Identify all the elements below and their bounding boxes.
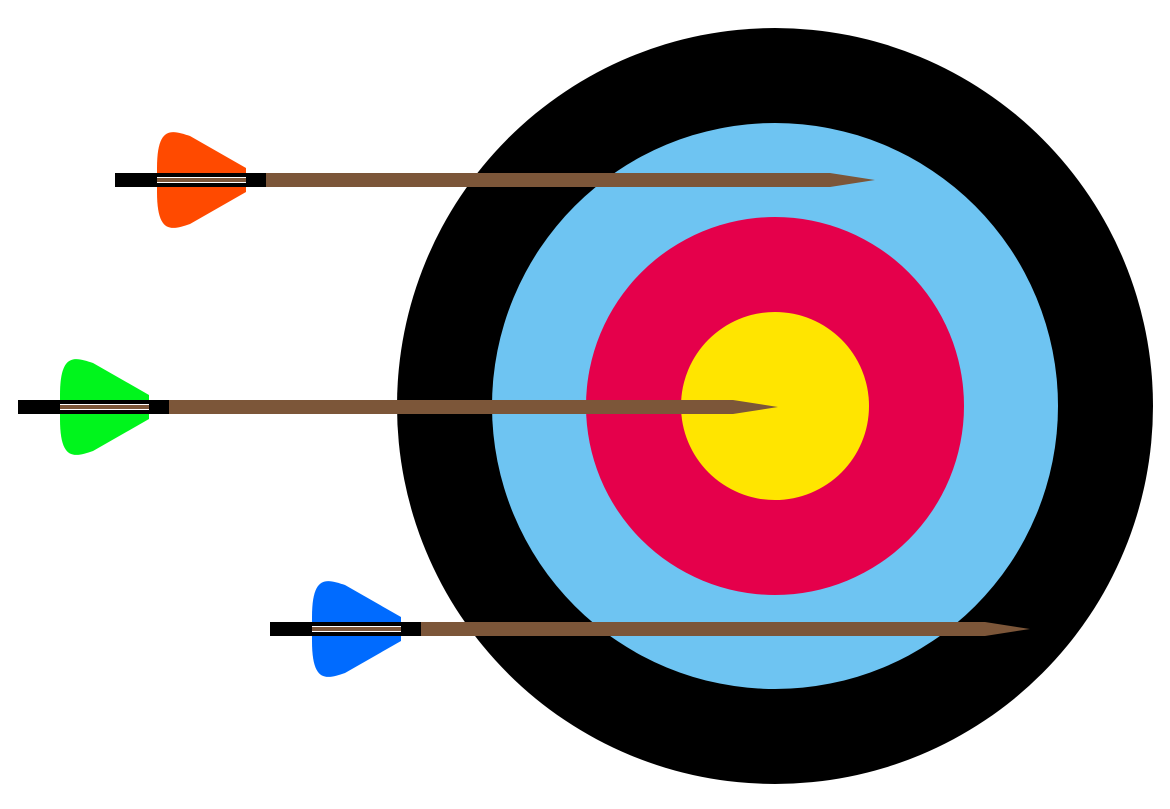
target [397, 28, 1153, 784]
arrow-orange [115, 132, 875, 228]
arrow-blue [270, 581, 1030, 677]
arrow-blue-shaft-grip [312, 627, 401, 631]
arrow-green [18, 359, 778, 455]
arrow-orange-shaft-grip [157, 178, 246, 182]
gold-center [681, 312, 869, 500]
arrow-green-shaft [169, 400, 778, 414]
arrow-green-shaft-grip [60, 405, 149, 409]
arrow-blue-shaft [421, 622, 1030, 636]
arrow-orange-shaft [266, 173, 875, 187]
